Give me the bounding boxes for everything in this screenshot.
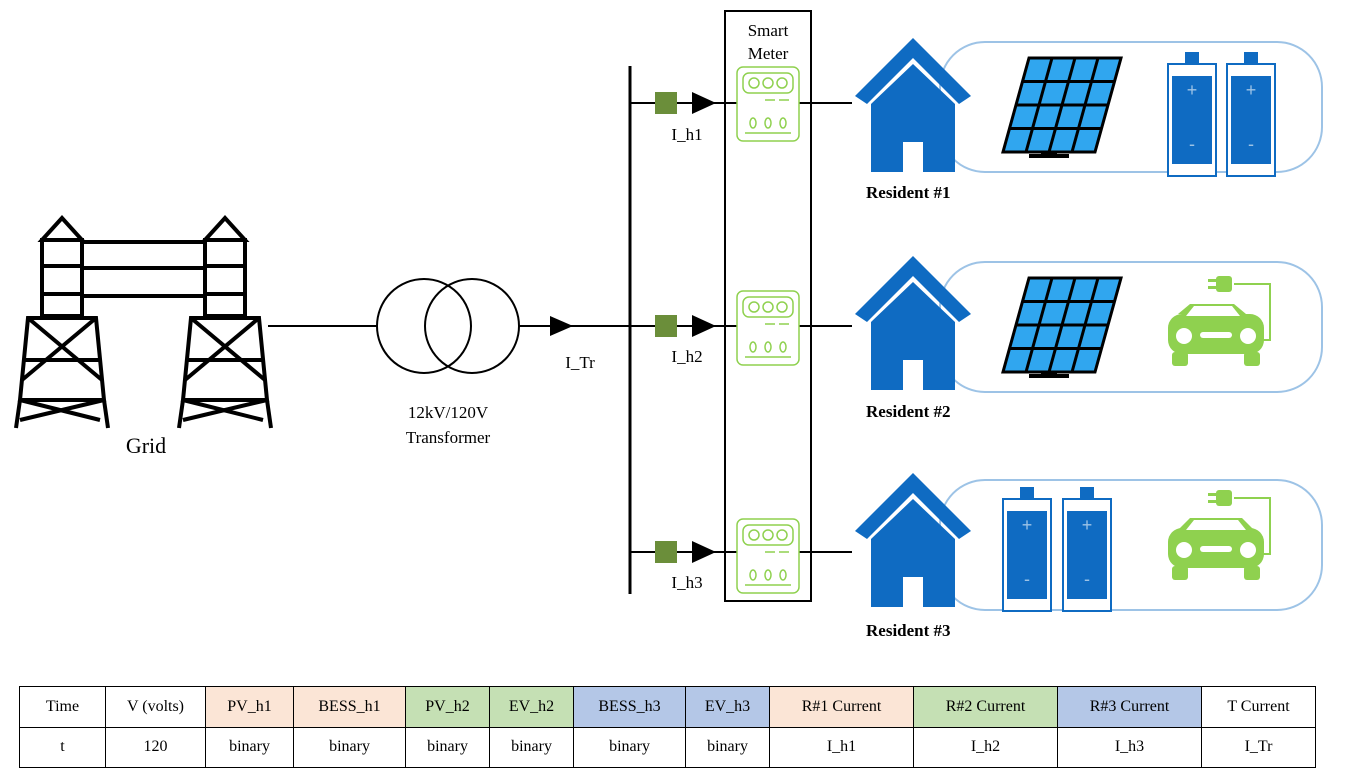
resident-3-label: Resident #3 bbox=[866, 621, 951, 640]
table-header-cell: R#3 Current bbox=[1057, 686, 1202, 728]
solar-panel-icon bbox=[1001, 276, 1123, 378]
house-icon bbox=[855, 256, 971, 390]
table-cell: I_h1 bbox=[769, 726, 914, 768]
smart-meter-icon bbox=[736, 66, 800, 142]
current-sensor-h1 bbox=[655, 92, 716, 114]
svg-text:-: - bbox=[1248, 134, 1254, 154]
transformer-rating: 12kV/120V bbox=[408, 403, 489, 422]
table-header-cell: V (volts) bbox=[105, 686, 206, 728]
table-cell: 120 bbox=[105, 726, 206, 768]
svg-text:+: + bbox=[1187, 80, 1198, 100]
battery-icon: + - bbox=[1167, 52, 1217, 177]
i-tr-label: I_Tr bbox=[565, 353, 595, 372]
svg-text:-: - bbox=[1084, 569, 1090, 589]
transformer-icon bbox=[376, 278, 520, 374]
current-sensor-h2 bbox=[655, 315, 716, 337]
svg-text:-: - bbox=[1189, 134, 1195, 154]
svg-text:+: + bbox=[1246, 80, 1257, 100]
table-header-cell: EV_h3 bbox=[685, 686, 770, 728]
table-cell: binary bbox=[573, 726, 686, 768]
table-header-cell: T Current bbox=[1201, 686, 1316, 728]
svg-text:-: - bbox=[1024, 569, 1030, 589]
i-h2-label: I_h2 bbox=[671, 347, 702, 366]
data-table: Time V (volts) PV_h1 BESS_h1 PV_h2 EV_h2… bbox=[19, 686, 1316, 768]
table-cell: binary bbox=[685, 726, 770, 768]
table-cell: I_Tr bbox=[1201, 726, 1316, 768]
table-cell: binary bbox=[205, 726, 294, 768]
i-tr-arrow bbox=[550, 316, 573, 336]
resident-1-label: Resident #1 bbox=[866, 183, 951, 202]
smart-meter-icon bbox=[736, 518, 800, 594]
house-icon bbox=[855, 38, 971, 172]
table-header-cell: R#1 Current bbox=[769, 686, 914, 728]
table-header-cell: R#2 Current bbox=[913, 686, 1058, 728]
i-h1-label: I_h1 bbox=[671, 125, 702, 144]
battery-icon: + - bbox=[1062, 487, 1112, 612]
solar-panel-icon bbox=[1001, 56, 1123, 158]
residential-grid-diagram: Grid 12kV/120V Transformer I_Tr I_h1 I_h… bbox=[14, 10, 1323, 640]
table-cell: binary bbox=[405, 726, 490, 768]
table-header-cell: EV_h2 bbox=[489, 686, 574, 728]
battery-icon: + - bbox=[1226, 52, 1276, 177]
table-cell: I_h2 bbox=[913, 726, 1058, 768]
table-header-cell: BESS_h3 bbox=[573, 686, 686, 728]
battery-icon: + - bbox=[1002, 487, 1052, 612]
table-cell: I_h3 bbox=[1057, 726, 1202, 768]
electric-car-icon bbox=[1168, 276, 1271, 366]
table-cell: binary bbox=[293, 726, 406, 768]
smart-meter-label-line2: Meter bbox=[748, 44, 789, 63]
transformer-name: Transformer bbox=[406, 428, 491, 447]
table-header-cell: PV_h1 bbox=[205, 686, 294, 728]
table-row: t 120 binary binary binary binary binary… bbox=[19, 726, 1316, 768]
transmission-tower-icon bbox=[14, 215, 273, 429]
i-h3-label: I_h3 bbox=[671, 573, 702, 592]
table-cell: t bbox=[19, 726, 106, 768]
table-cell: binary bbox=[489, 726, 574, 768]
smart-meter-frame bbox=[724, 10, 812, 602]
resident-2-label: Resident #2 bbox=[866, 402, 951, 421]
grid-label: Grid bbox=[126, 433, 166, 458]
current-sensor-h3 bbox=[655, 541, 716, 563]
electric-car-icon bbox=[1168, 490, 1271, 580]
house-icon bbox=[855, 473, 971, 607]
smart-meter-icon bbox=[736, 290, 800, 366]
smart-meter-label-line1: Smart bbox=[748, 21, 789, 40]
table-header-cell: PV_h2 bbox=[405, 686, 490, 728]
table-header-cell: BESS_h1 bbox=[293, 686, 406, 728]
svg-text:+: + bbox=[1022, 515, 1033, 535]
table-header-cell: Time bbox=[19, 686, 106, 728]
table-header-row: Time V (volts) PV_h1 BESS_h1 PV_h2 EV_h2… bbox=[19, 686, 1316, 728]
svg-text:+: + bbox=[1082, 515, 1093, 535]
